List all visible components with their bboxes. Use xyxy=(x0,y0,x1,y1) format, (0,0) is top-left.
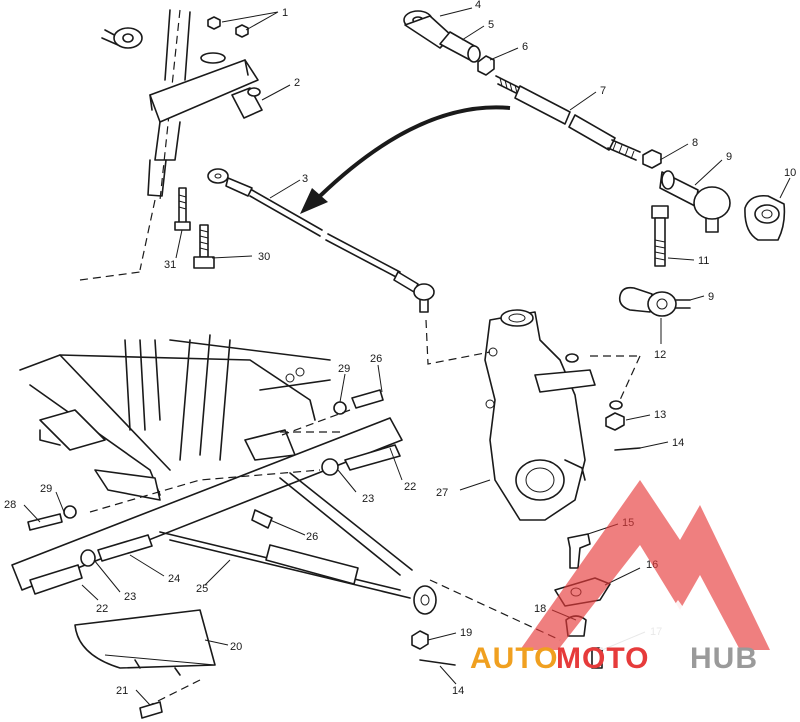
callout-27: 27 xyxy=(436,487,448,499)
callout-12: 12 xyxy=(654,349,666,361)
callout-29-top: 29 xyxy=(338,363,350,375)
tie-rod-assembly-exploded xyxy=(403,10,786,317)
callout-23-lower: 23 xyxy=(124,591,136,603)
callout-23-upper: 23 xyxy=(362,493,374,505)
chassis-frame xyxy=(19,334,340,501)
callout-22-lower: 22 xyxy=(96,603,108,615)
callout-3: 3 xyxy=(302,173,308,185)
callout-30: 30 xyxy=(258,251,270,263)
watermark-logo: AUTO MOTO HUB xyxy=(470,480,770,675)
callout-26-top: 26 xyxy=(370,353,382,365)
callout-24: 24 xyxy=(168,573,180,585)
callout-19: 19 xyxy=(460,627,472,639)
callout-18: 18 xyxy=(534,603,546,615)
assembly-arrow xyxy=(300,105,511,214)
watermark-triangle-emblem xyxy=(520,480,770,650)
steering-knuckle xyxy=(484,309,596,521)
steering-column xyxy=(79,9,263,281)
callout-9-lower: 9 xyxy=(708,291,714,303)
watermark-text-auto: AUTO xyxy=(470,642,558,675)
callout-9-upper: 9 xyxy=(726,151,732,163)
callout-25: 25 xyxy=(196,583,208,595)
callout-5: 5 xyxy=(488,19,494,31)
callout-8: 8 xyxy=(692,137,698,149)
bolt-30 xyxy=(193,224,215,269)
callout-2: 2 xyxy=(294,77,300,89)
pivot-parts xyxy=(27,389,401,595)
skid-plate xyxy=(74,609,216,719)
callout-13: 13 xyxy=(654,409,666,421)
callout-6: 6 xyxy=(522,41,528,53)
tie-rod-assembled xyxy=(207,168,435,313)
callout-10: 10 xyxy=(784,167,796,179)
callout-14-right: 14 xyxy=(672,437,684,449)
callout-26-middle: 26 xyxy=(306,531,318,543)
callout-28: 28 xyxy=(4,499,16,511)
callout-31: 31 xyxy=(164,259,176,271)
callout-14-bottom: 14 xyxy=(452,685,464,697)
callout-20: 20 xyxy=(230,641,242,653)
tie-rod-end-upper-left xyxy=(101,16,249,49)
callout-7: 7 xyxy=(600,85,606,97)
callout-22-upper: 22 xyxy=(404,481,416,493)
callout-21: 21 xyxy=(116,685,128,697)
callout-11: 11 xyxy=(698,255,709,267)
watermark-text-hub: HUB xyxy=(690,642,758,675)
callout-29-left: 29 xyxy=(40,483,52,495)
bolt-31 xyxy=(174,187,191,231)
watermark-text-moto: MOTO xyxy=(556,642,649,675)
callout-1: 1 xyxy=(282,7,288,19)
callout-4: 4 xyxy=(475,0,481,11)
